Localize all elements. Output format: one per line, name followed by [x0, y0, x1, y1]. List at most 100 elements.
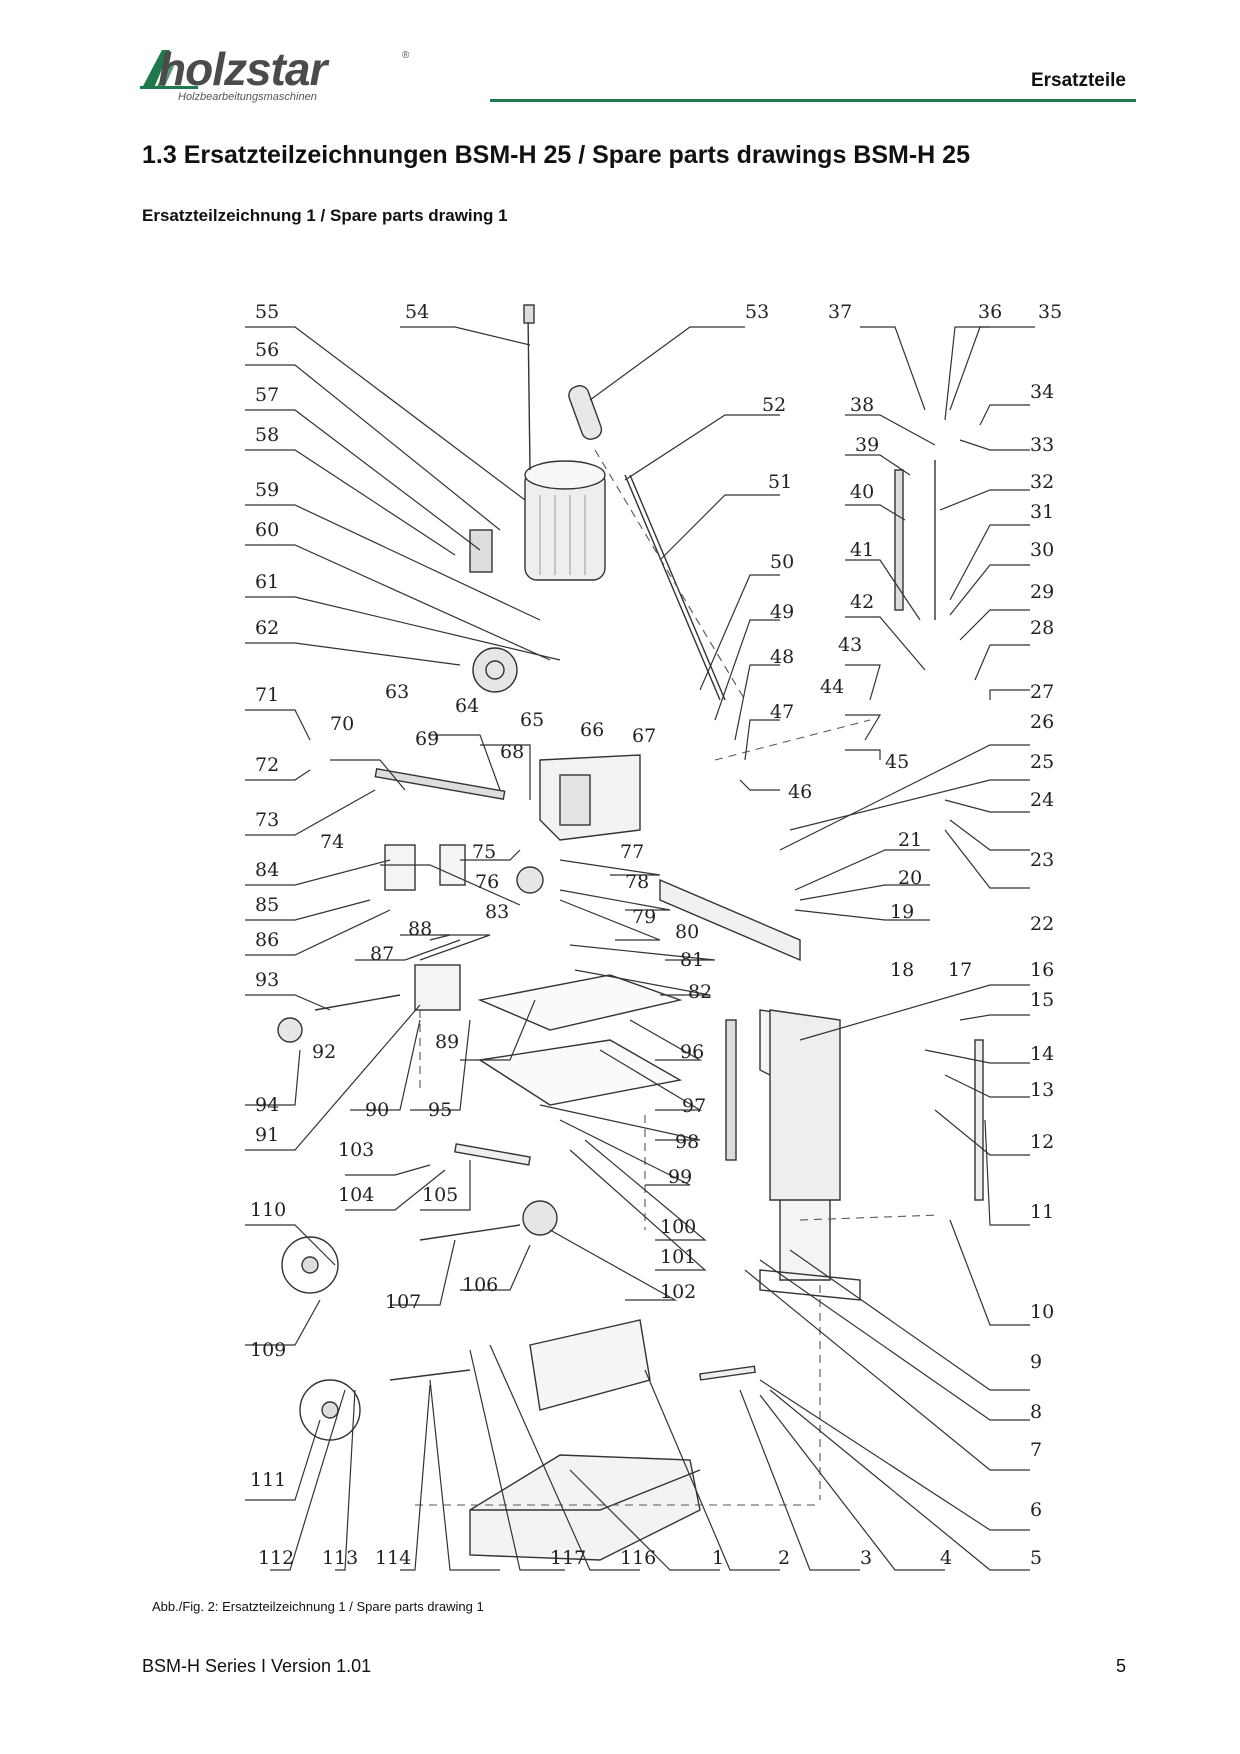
callout-7: 7 — [1030, 1439, 1042, 1461]
callout-88: 88 — [408, 918, 432, 940]
callout-53: 53 — [745, 301, 769, 323]
callout-38: 38 — [850, 394, 874, 416]
callout-33: 33 — [1030, 434, 1054, 456]
leader-lines — [245, 326, 1035, 1571]
callout-62: 62 — [255, 617, 279, 639]
callout-82: 82 — [688, 981, 712, 1003]
callout-6: 6 — [1030, 1499, 1042, 1521]
callout-58: 58 — [255, 424, 279, 446]
callout-55: 55 — [255, 301, 279, 323]
callout-78: 78 — [625, 871, 649, 893]
logo-mark-icon — [140, 50, 198, 89]
callout-79: 79 — [632, 906, 656, 928]
callout-37: 37 — [828, 301, 852, 323]
callout-112: 112 — [258, 1547, 294, 1569]
callout-75: 75 — [472, 841, 496, 863]
callout-36: 36 — [978, 301, 1002, 323]
callout-25: 25 — [1030, 751, 1054, 773]
callout-83: 83 — [485, 901, 509, 923]
callout-57: 57 — [255, 384, 279, 406]
callout-30: 30 — [1030, 539, 1054, 561]
callout-95: 95 — [428, 1099, 452, 1121]
callout-97: 97 — [682, 1095, 706, 1117]
callout-12: 12 — [1030, 1131, 1054, 1153]
callout-1: 1 — [712, 1547, 724, 1569]
registered-mark: ® — [402, 50, 410, 61]
callout-56: 56 — [255, 339, 279, 361]
callout-96: 96 — [680, 1041, 704, 1063]
callout-3: 3 — [860, 1547, 872, 1569]
callout-73: 73 — [255, 809, 279, 831]
callout-23: 23 — [1030, 849, 1054, 871]
callout-32: 32 — [1030, 471, 1054, 493]
callout-47: 47 — [770, 701, 794, 723]
page-title: 1.3 Ersatzteilzeichnungen BSM-H 25 / Spa… — [142, 141, 970, 169]
callout-70: 70 — [330, 713, 354, 735]
callout-17: 17 — [948, 959, 972, 981]
callout-84: 84 — [255, 859, 279, 881]
callout-111: 111 — [250, 1469, 286, 1491]
callout-43: 43 — [838, 634, 862, 656]
callout-102: 102 — [660, 1281, 696, 1303]
callout-64: 64 — [455, 695, 479, 717]
callout-34: 34 — [1030, 381, 1054, 403]
callout-69: 69 — [415, 728, 439, 750]
callout-18: 18 — [890, 959, 914, 981]
callout-104: 104 — [338, 1184, 374, 1206]
callout-67: 67 — [632, 725, 656, 747]
callout-113: 113 — [322, 1547, 358, 1569]
callout-22: 22 — [1030, 913, 1054, 935]
callout-109: 109 — [250, 1339, 286, 1361]
callout-2: 2 — [778, 1547, 790, 1569]
callout-93: 93 — [255, 969, 279, 991]
callout-110: 110 — [250, 1199, 286, 1221]
callout-16: 16 — [1030, 959, 1054, 981]
callout-28: 28 — [1030, 617, 1054, 639]
callout-52: 52 — [762, 394, 786, 416]
footer-page-number: 5 — [1115, 1656, 1126, 1676]
callout-65: 65 — [520, 709, 544, 731]
callout-63: 63 — [385, 681, 409, 703]
callout-14: 14 — [1030, 1043, 1054, 1065]
callout-106: 106 — [462, 1274, 498, 1296]
callout-105: 105 — [422, 1184, 458, 1206]
callout-91: 91 — [255, 1124, 279, 1146]
figure-caption: Abb./Fig. 2: Ersatzteilzeichnung 1 / Spa… — [152, 1599, 484, 1614]
callout-86: 86 — [255, 929, 279, 951]
callout-15: 15 — [1030, 989, 1054, 1011]
callout-116: 117 — [550, 1547, 586, 1569]
callout-90: 90 — [365, 1099, 389, 1121]
callout-51: 51 — [768, 471, 792, 493]
callout-labels: 55 56 57 58 59 60 61 62 71 72 73 84 85 8… — [250, 301, 1062, 1569]
drawing-subtitle: Ersatzteilzeichnung 1 / Spare parts draw… — [142, 206, 508, 225]
callout-80: 80 — [675, 921, 699, 943]
callout-35: 35 — [1038, 301, 1062, 323]
callout-39: 39 — [855, 434, 879, 456]
callout-115: 116 — [620, 1547, 656, 1569]
callout-81: 81 — [680, 949, 704, 971]
machine-parts — [277, 304, 984, 1561]
callout-42: 42 — [850, 591, 874, 613]
callout-45: 45 — [885, 751, 909, 773]
callout-100: 100 — [660, 1216, 696, 1238]
callout-89: 89 — [435, 1031, 459, 1053]
callout-101: 101 — [660, 1246, 696, 1268]
callout-29: 29 — [1030, 581, 1054, 603]
callout-48: 48 — [770, 646, 794, 668]
callout-72: 72 — [255, 754, 279, 776]
callout-94: 94 — [255, 1094, 279, 1116]
callout-41: 41 — [850, 539, 874, 561]
callout-60: 60 — [255, 519, 279, 541]
callout-54: 54 — [405, 301, 429, 323]
callout-11: 11 — [1030, 1201, 1054, 1223]
callout-44: 44 — [820, 676, 844, 698]
brand-name: holzstar — [158, 43, 327, 95]
callout-5: 5 — [1030, 1547, 1042, 1569]
callout-107: 107 — [385, 1291, 421, 1313]
callout-74: 74 — [320, 831, 344, 853]
callout-31: 31 — [1030, 501, 1054, 523]
callout-27: 27 — [1030, 681, 1054, 703]
callout-20: 20 — [898, 867, 922, 889]
callout-26: 26 — [1030, 711, 1054, 733]
